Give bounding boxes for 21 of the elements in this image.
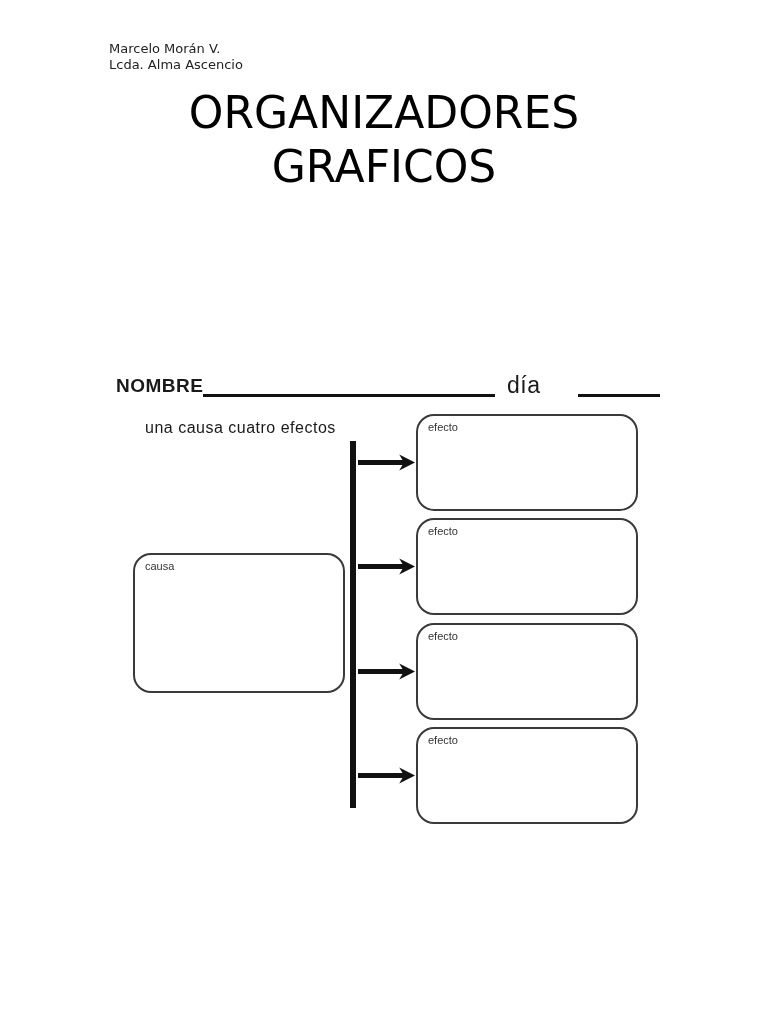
field-label: día <box>507 372 541 400</box>
box-label: efecto <box>428 421 458 435</box>
box-label: efecto <box>428 630 458 644</box>
arrow <box>358 558 416 575</box>
section-heading: una causa cuatro efectos <box>145 418 336 438</box>
field-label: NOMBRE <box>116 375 204 398</box>
effect-box <box>416 727 638 824</box>
effect-box <box>416 623 638 720</box>
box-label: efecto <box>428 734 458 748</box>
author-name: Lcda. Alma Ascencio <box>109 57 243 73</box>
arrow <box>358 454 416 471</box>
arrow <box>358 767 416 784</box>
arrow <box>358 663 416 680</box>
effect-box <box>416 414 638 511</box>
page-title: ORGANIZADORES GRAFICOS <box>187 86 581 194</box>
box-label: causa <box>145 560 175 574</box>
box-label: efecto <box>428 525 458 539</box>
effect-box <box>416 518 638 615</box>
cause-box <box>133 553 345 693</box>
author-name: Marcelo Morán V. <box>109 41 221 57</box>
vertical-bar <box>350 441 356 808</box>
